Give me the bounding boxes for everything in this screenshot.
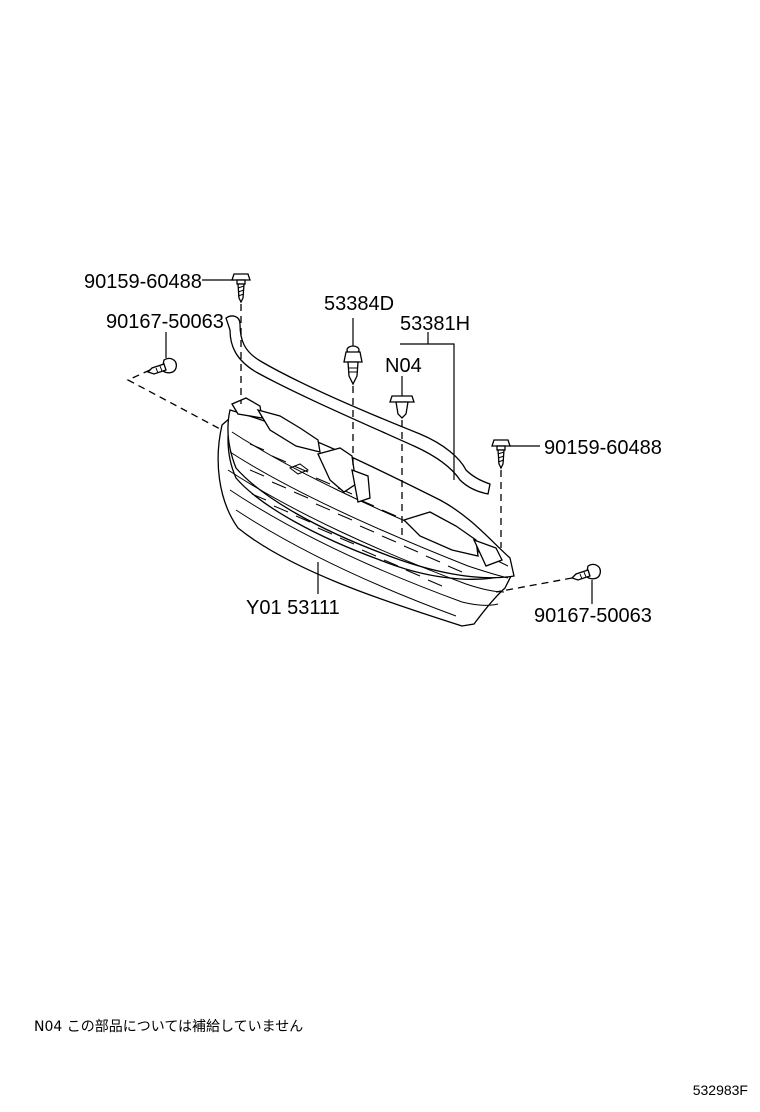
bolt-top-left-icon [231, 273, 251, 304]
assembly-lines [126, 304, 573, 593]
callout-screw-right: 90167-50063 [534, 605, 652, 627]
screw-left-icon [146, 357, 177, 375]
callout-seal-53381h: 53381H [400, 313, 470, 335]
callout-bolt-right: 90159-60488 [544, 437, 662, 459]
footnote: N04 この部品については補給していません [34, 1019, 304, 1035]
callout-clip-53384d: 53384D [324, 293, 394, 315]
drawing-number: 532983F [692, 1082, 748, 1098]
radiator-grille [217, 397, 515, 627]
callout-bolt-top-left: 90159-60488 [84, 271, 202, 293]
bolt-right-icon [491, 439, 511, 470]
grille-seal [225, 315, 491, 495]
callout-grille: Y01 53111 [246, 597, 340, 619]
clip-53384d-icon [343, 345, 363, 386]
callout-n04: N04 [385, 355, 422, 377]
leader-lines [165, 279, 593, 604]
callout-screw-left: 90167-50063 [106, 311, 224, 333]
clip-n04-icon [389, 395, 415, 419]
screw-right-icon [570, 563, 601, 581]
